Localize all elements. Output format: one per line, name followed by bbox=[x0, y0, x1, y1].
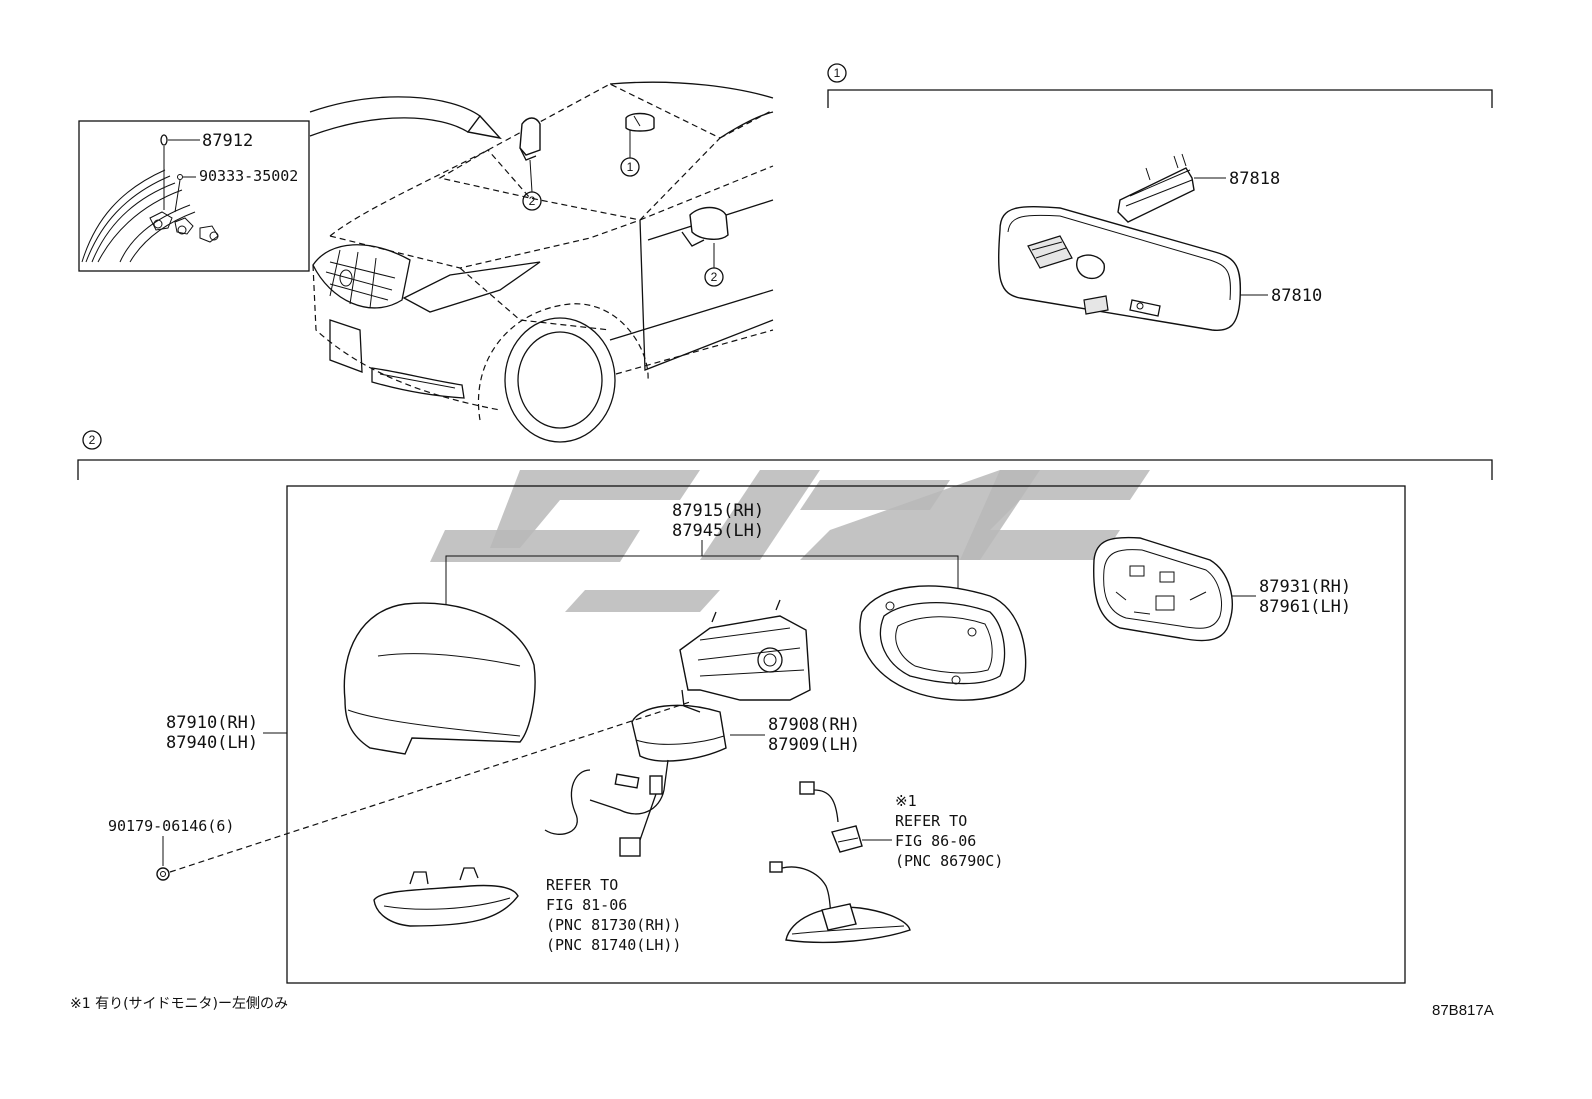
part-label-87940-lh: 87940(LH) bbox=[166, 733, 258, 753]
watermark-logo bbox=[430, 470, 1150, 612]
refer-to-lamp: REFER TO bbox=[546, 876, 618, 894]
part-label-87961-lh: 87961(LH) bbox=[1259, 597, 1351, 617]
callout-2-car-side: 2 bbox=[704, 243, 724, 287]
section-2-bracket: 2 bbox=[77, 430, 1493, 984]
callout-2-car-top: 2 bbox=[522, 159, 542, 211]
camera-lower-cover bbox=[769, 861, 911, 944]
part-label-87908-rh: 87908(RH) bbox=[768, 715, 860, 735]
refer-pnc-81740-lh: (PNC 81740(LH)) bbox=[546, 936, 681, 954]
callout-1-text: 1 bbox=[627, 160, 634, 174]
part-label-87912: 87912 bbox=[202, 131, 253, 151]
illustration-code: 87B817A bbox=[1432, 1002, 1494, 1019]
part-label-87945-lh: 87945(LH) bbox=[672, 521, 764, 541]
part-label-87909-lh: 87909(LH) bbox=[768, 735, 860, 755]
refer-fig-86-06: FIG 86-06 bbox=[895, 832, 976, 850]
rear-view-mirror bbox=[997, 206, 1242, 332]
side-camera bbox=[799, 781, 892, 853]
section-1-marker: 1 bbox=[834, 66, 841, 80]
callout-2-text: 2 bbox=[711, 270, 718, 284]
refer-fig-81-06: FIG 81-06 bbox=[546, 896, 627, 914]
part-label-90333-35002: 90333-35002 bbox=[199, 167, 298, 185]
mirror-glass bbox=[1093, 536, 1233, 642]
refer-pnc-81730-rh: (PNC 81730(RH)) bbox=[546, 916, 681, 934]
part-label-87931-rh: 87931(RH) bbox=[1259, 577, 1351, 597]
section-2-marker: 2 bbox=[89, 433, 96, 447]
inset-detail bbox=[78, 120, 310, 272]
part-label-87915-rh: 87915(RH) bbox=[672, 501, 764, 521]
part-label-90179-06146: 90179-06146(6) bbox=[108, 817, 234, 835]
turn-signal-lamp bbox=[373, 867, 519, 927]
section-1-bracket: 1 bbox=[827, 63, 1493, 108]
refer-to-camera: REFER TO bbox=[895, 812, 967, 830]
mirror-housing bbox=[859, 585, 1027, 701]
callout-2-text: 2 bbox=[529, 194, 536, 208]
part-label-87810: 87810 bbox=[1271, 286, 1322, 306]
mirror-bracket-87818 bbox=[1117, 153, 1195, 223]
part-label-87910-rh: 87910(RH) bbox=[166, 713, 258, 733]
screw-90179 bbox=[156, 701, 691, 881]
mirror-cover bbox=[343, 602, 536, 755]
refer-pnc-86790c: (PNC 86790C) bbox=[895, 852, 1003, 870]
part-label-87818: 87818 bbox=[1229, 169, 1280, 189]
mirror-base-assembly bbox=[544, 599, 811, 857]
car-illustration bbox=[312, 81, 774, 443]
callout-1-car: 1 bbox=[620, 130, 640, 177]
curved-arrow bbox=[309, 96, 502, 140]
footnote-side-monitor: ※1 有り(サイドモニタ)ー左側のみ bbox=[70, 996, 288, 1012]
note-marker-1: ※1 bbox=[895, 792, 917, 810]
